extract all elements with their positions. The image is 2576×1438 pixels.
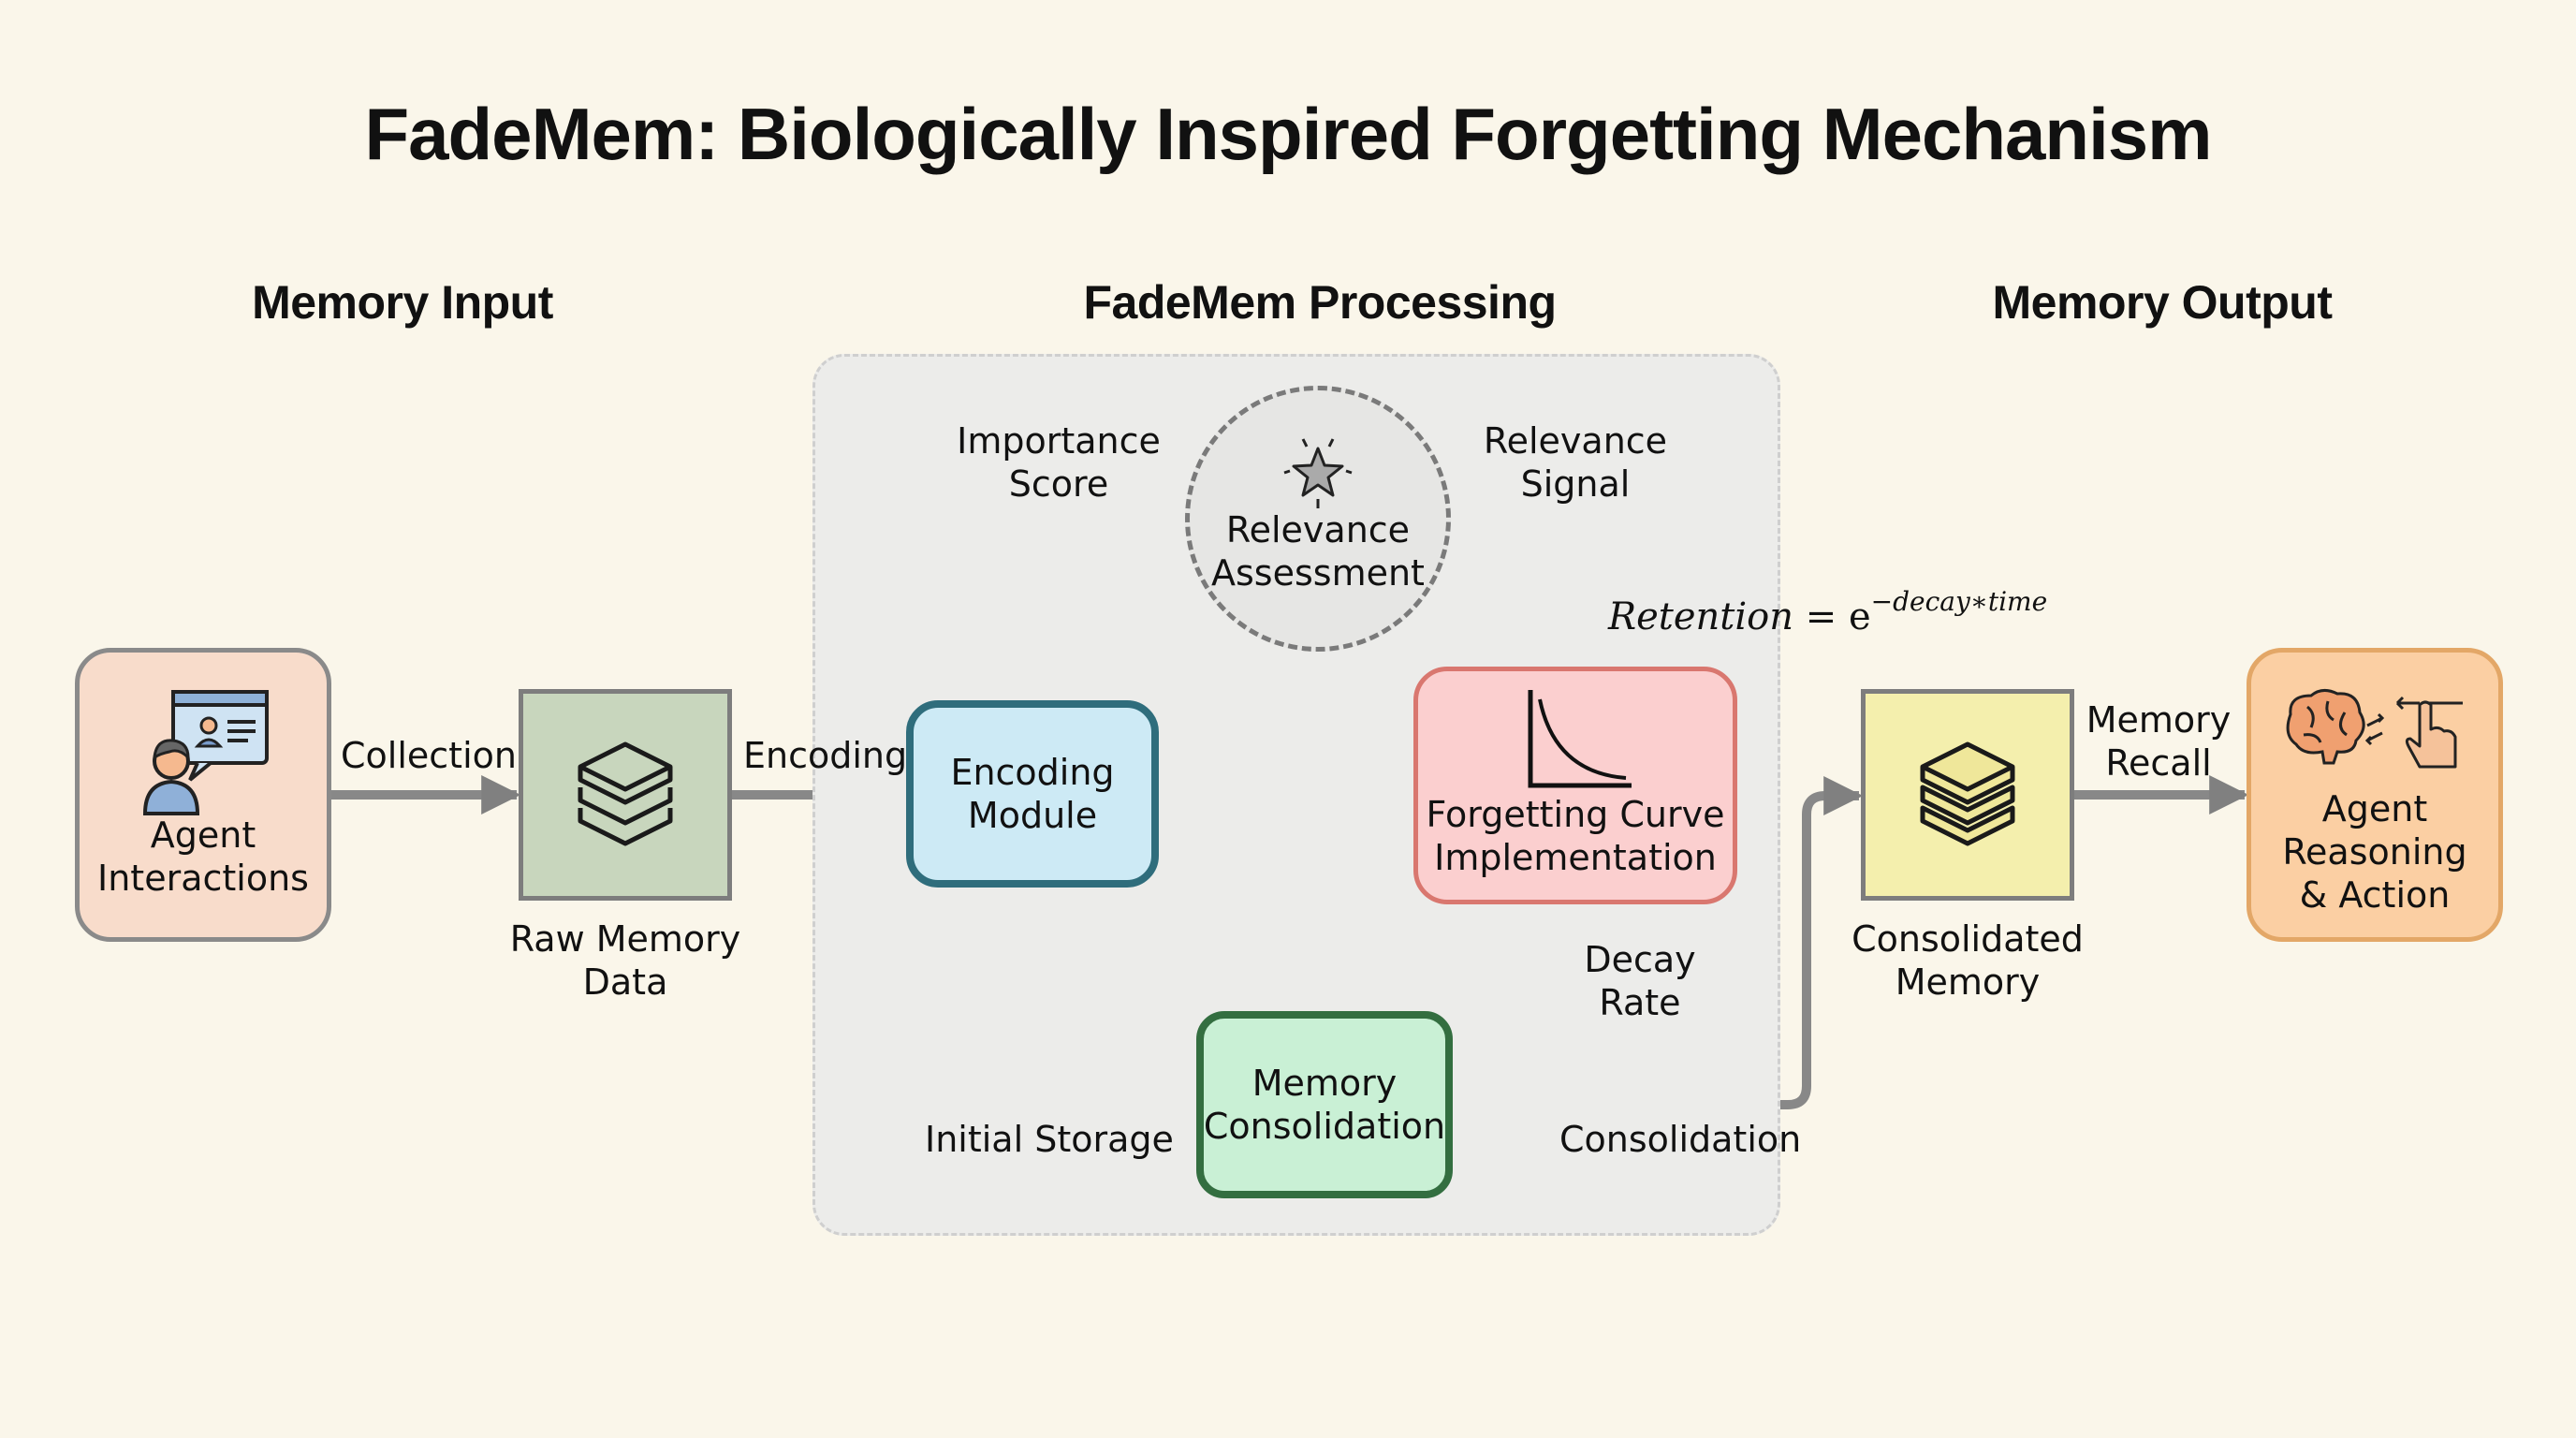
user-chat-icon (142, 690, 269, 815)
edge-label-initial-storage: Initial Storage (925, 1119, 1174, 1160)
page-title: FadeMem: Biologically Inspired Forgettin… (364, 93, 2213, 175)
edge-label-line2: Signal (1520, 463, 1631, 505)
section-memory-output: Memory Output (1992, 276, 2333, 329)
consolidated-label-line2: Memory (1895, 961, 2041, 1003)
node-label-line1: Forgetting Curve (1426, 794, 1725, 835)
edge-label-collection: Collection (341, 735, 517, 776)
edge-label-line1: Relevance (1483, 420, 1668, 462)
layers-icon (578, 741, 673, 846)
node-agent-interactions[interactable]: Agent Interactions (75, 648, 331, 942)
node-label-line2: Reasoning (2282, 831, 2467, 873)
section-memory-input: Memory Input (252, 276, 553, 329)
edge-label-line1: Memory (2086, 699, 2232, 741)
arrow-consolidation (1453, 776, 1864, 1109)
edge-label-line2: Rate (1599, 982, 1681, 1023)
node-label-line1: Encoding (950, 752, 1115, 793)
consolidated-memory-label: Consolidated Memory (1827, 917, 2108, 1004)
edge-label-importance-score: Importance Score (942, 419, 1176, 506)
layers-icon (1920, 741, 2015, 846)
edge-label-memory-recall: Memory Recall (2084, 698, 2233, 785)
node-label-line1: Agent (2321, 788, 2428, 829)
retention-formula: Retention = e−decay∗time (1608, 586, 2047, 638)
edge-label-line2: Recall (2105, 742, 2212, 784)
node-label-line3: & Action (2299, 874, 2451, 916)
decay-curve-icon (1528, 690, 1632, 788)
edge-label-line1: Decay (1584, 939, 1696, 980)
edge-label-decay-rate: Decay Rate (1582, 938, 1698, 1024)
node-label-line2: Implementation (1434, 837, 1717, 878)
node-label-line1: Relevance (1225, 509, 1411, 550)
node-label-line2: Module (967, 795, 1098, 836)
edge-label-encoding: Encoding (743, 735, 908, 776)
node-agent-reasoning-action[interactable]: Agent Reasoning & Action (2247, 648, 2503, 942)
raw-memory-label-line2: Data (582, 961, 668, 1003)
node-label-line1: Agent (150, 814, 256, 856)
node-encoding-module[interactable]: Encoding Module (906, 700, 1159, 888)
star-icon (1283, 438, 1353, 508)
node-raw-memory-data[interactable] (519, 689, 732, 901)
edge-label-relevance-signal: Relevance Signal (1458, 419, 1692, 506)
brain-icon (2286, 689, 2365, 765)
raw-memory-label-line1: Raw Memory (509, 918, 741, 960)
node-label-line2: Interactions (97, 858, 309, 899)
formula-eq: = e (1793, 595, 1871, 638)
consolidated-label-line1: Consolidated (1852, 918, 2084, 960)
section-fademem-processing: FadeMem Processing (1083, 276, 1557, 329)
formula-lhs: Retention (1608, 595, 1794, 638)
node-label-line2: Assessment (1211, 552, 1425, 594)
edge-label-line2: Score (1008, 463, 1109, 505)
formula-exponent: −decay∗time (1870, 586, 2048, 617)
edge-label-line1: Importance (957, 420, 1161, 462)
node-memory-consolidation[interactable]: Memory Consolidation (1196, 1011, 1453, 1198)
node-label-line1: Memory (1251, 1063, 1398, 1104)
raw-memory-label: Raw Memory Data (485, 917, 766, 1004)
swap-arrows-icon (2364, 712, 2385, 746)
hand-pointer-icon (2395, 696, 2463, 769)
brain-hand-icon (2286, 689, 2463, 769)
node-forgetting-curve[interactable]: Forgetting Curve Implementation (1413, 667, 1737, 904)
edge-label-consolidation: Consolidation (1559, 1119, 1802, 1160)
node-consolidated-memory[interactable] (1861, 689, 2074, 901)
node-relevance-assessment[interactable]: Relevance Assessment (1185, 386, 1451, 652)
node-label-line2: Consolidation (1203, 1106, 1446, 1147)
